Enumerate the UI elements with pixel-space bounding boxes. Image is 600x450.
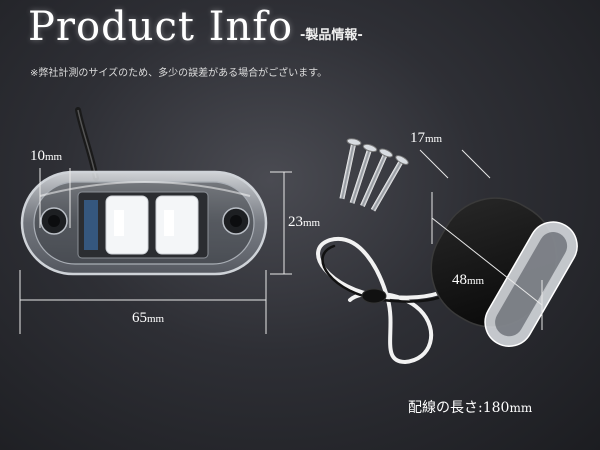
height-dimension-label: 23mm xyxy=(288,214,321,230)
measurement-note: ※弊社計測のサイズのため、多少の誤差がある場合がございます。 xyxy=(30,68,328,79)
page-subtitle: -製品情報- xyxy=(300,28,363,43)
side-dimension-label: 48mm xyxy=(452,272,485,288)
side-view-light xyxy=(430,197,578,347)
wire-loop xyxy=(316,236,490,365)
wire-length-text: 配線の長さ:180mm xyxy=(408,400,533,416)
length-dimension-label: 65mm xyxy=(132,310,165,326)
side-dimension-lines xyxy=(419,149,543,330)
depth-dimension-label: 17mm xyxy=(410,130,443,146)
front-dimension-lines xyxy=(19,168,292,334)
screws-icon xyxy=(339,138,409,212)
hole-dimension-label: 10mm xyxy=(30,148,63,164)
front-view-light xyxy=(20,107,268,276)
page-title: Product Info xyxy=(28,4,294,50)
